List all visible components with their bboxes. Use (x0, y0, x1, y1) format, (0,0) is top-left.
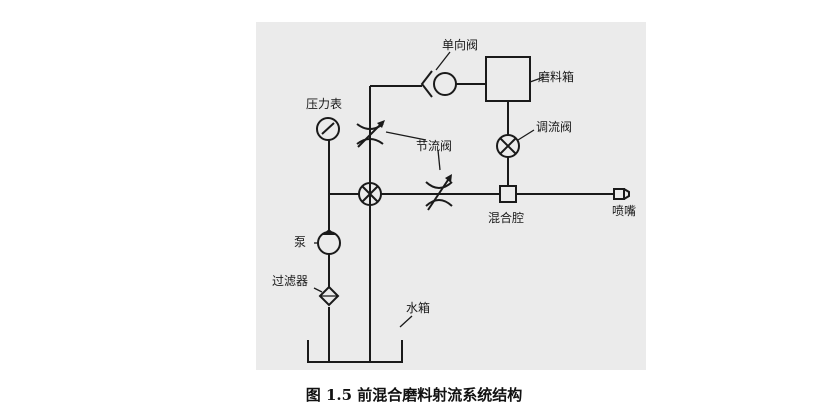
filter-label: 过滤器 (272, 274, 308, 288)
throttle-valve-right (425, 174, 453, 211)
water-tank-label-leader (399, 315, 413, 328)
throttle-label-leader (385, 131, 427, 141)
mixing-chamber-box (499, 185, 517, 203)
pressure-gauge-label: 压力表 (306, 97, 342, 111)
pressure-gauge-symbol (316, 117, 340, 141)
throttle-label-leader-2 (437, 149, 441, 171)
filter-symbol (318, 285, 340, 307)
regulating-label-leader (517, 129, 535, 141)
check-valve-symbol (420, 70, 457, 98)
flow-diagram: 单向阀 磨料箱 压力表 调流阀 节流阀 混合腔 喷嘴 泵 过滤器 水箱 (272, 37, 636, 363)
throttle-valve-label: 节流阀 (416, 139, 452, 153)
figure-caption: 图 1.5 前混合磨料射流系统结构 (305, 386, 523, 404)
abrasive-tank-label: 磨料箱 (538, 69, 574, 84)
filter-label-leader (313, 287, 323, 293)
diagram-panel (256, 22, 646, 370)
water-tank-label: 水箱 (406, 300, 430, 315)
tank-label-leader (529, 76, 545, 83)
water-tank (307, 340, 403, 363)
nozzle-symbol (613, 188, 630, 200)
check-valve-label-leader (435, 51, 451, 71)
regulating-valve-label: 调流阀 (536, 120, 572, 134)
abrasive-tank-box (485, 56, 531, 102)
nozzle-label: 喷嘴 (612, 204, 636, 218)
regulating-valve-symbol (496, 134, 520, 158)
pump-label: 泵 (294, 235, 306, 249)
mixing-chamber-label: 混合腔 (488, 210, 524, 225)
pump-symbol (317, 229, 341, 255)
check-valve-label: 单向阀 (442, 37, 478, 52)
